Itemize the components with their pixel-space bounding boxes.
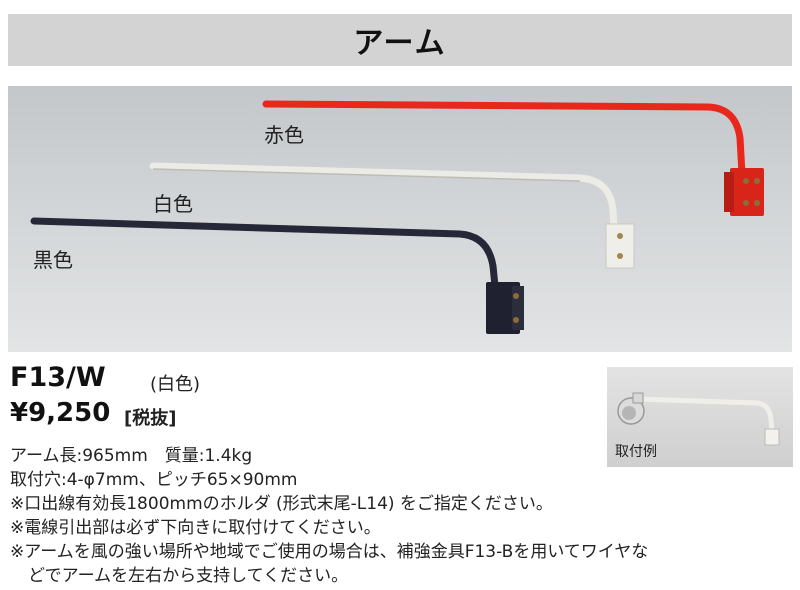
white-arm [149, 162, 635, 269]
black-arm [30, 217, 524, 334]
red-arm [262, 100, 764, 216]
mount-example-label: 取付例 [615, 444, 657, 460]
tax-note: [税抜] [124, 408, 177, 429]
header-bar: アーム [8, 14, 792, 66]
mount-example-image: 取付例 [607, 367, 793, 467]
price: ¥9,250 [10, 398, 111, 428]
spec-mount-holes: 取付穴:4-φ7mm、ピッチ65×90mm [10, 470, 298, 490]
label-white: 白色 [153, 192, 193, 216]
note-lead-wire: ※口出線有効長1800mmのホルダ (形式末尾-L14) をご指定ください。 [10, 494, 553, 514]
note-wind-support-2: どでアームを左右から支持してください。 [28, 566, 349, 586]
label-black: 黒色 [33, 248, 73, 272]
note-wind-support-1: ※アームを風の強い場所や地域でご使用の場合は、補強金具F13-Bを用いてワイヤな [10, 542, 649, 562]
page-title: アーム [353, 26, 447, 61]
mount-example-illustration [617, 392, 780, 446]
model-number: F13/W [10, 362, 106, 393]
spec-length-weight: アーム長:965mm 質量:1.4kg [10, 446, 253, 466]
product-photo: 赤色 白色 黒色 [8, 86, 792, 352]
arm-illustration [30, 100, 764, 334]
note-wire-direction: ※電線引出部は必ず下向きに取付けてください。 [10, 518, 381, 538]
label-red: 赤色 [264, 123, 304, 147]
model-color-note: (白色) [150, 374, 201, 395]
